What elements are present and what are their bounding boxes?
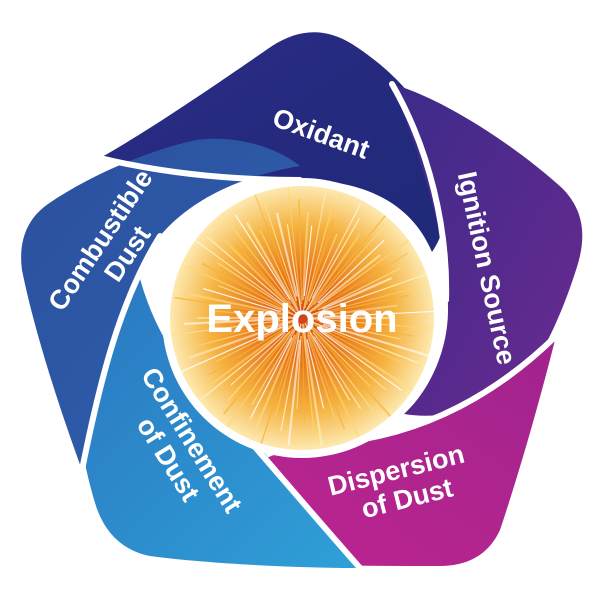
burst-ray bbox=[308, 324, 371, 388]
segment-combustible-dust bbox=[21, 138, 300, 470]
burst-ray bbox=[305, 326, 360, 438]
burst-ray bbox=[306, 233, 361, 311]
burst-ray bbox=[252, 334, 297, 435]
burst-ray bbox=[311, 286, 421, 317]
burst-ray bbox=[202, 322, 295, 391]
burst-ray bbox=[198, 319, 293, 347]
burst-ray bbox=[190, 236, 285, 306]
burst-ray bbox=[301, 331, 306, 422]
burst-ray bbox=[184, 317, 281, 325]
burst-ray bbox=[311, 318, 429, 329]
burst-ray bbox=[306, 321, 386, 391]
burst-ray bbox=[319, 330, 402, 391]
burst-ray bbox=[306, 334, 336, 419]
burst-ray bbox=[286, 224, 302, 313]
burst-ray bbox=[234, 214, 291, 300]
burst-ray bbox=[304, 204, 334, 309]
burst-ray bbox=[313, 223, 387, 306]
burst-ray bbox=[258, 331, 299, 450]
burst-ray bbox=[298, 199, 303, 305]
center-label-explosion: Explosion bbox=[206, 297, 397, 341]
burst-ray bbox=[310, 321, 405, 365]
burst-ray bbox=[301, 212, 309, 301]
burst-ray bbox=[321, 277, 392, 311]
burst-ray bbox=[305, 254, 381, 316]
burst-ray bbox=[309, 236, 414, 313]
burst-ray bbox=[296, 335, 302, 409]
burst-ray bbox=[317, 239, 385, 304]
burst-ray bbox=[227, 330, 291, 401]
burst-ray bbox=[306, 330, 345, 430]
burst-ray bbox=[251, 322, 300, 405]
burst-ray bbox=[311, 203, 361, 299]
burst-ray bbox=[222, 328, 295, 415]
burst-ray bbox=[249, 337, 293, 419]
burst-ray bbox=[280, 323, 302, 432]
burst-ray bbox=[287, 186, 302, 309]
burst-ray bbox=[216, 325, 287, 362]
burst-ray bbox=[315, 294, 409, 316]
burst-ray bbox=[287, 339, 301, 446]
burst-ray bbox=[275, 212, 298, 297]
burst-ray bbox=[210, 310, 293, 318]
burst-ray bbox=[314, 324, 390, 366]
burst-ray bbox=[217, 262, 288, 309]
burst-ray bbox=[322, 323, 434, 359]
burst-ray bbox=[253, 192, 298, 306]
burst-ray bbox=[302, 190, 327, 313]
burst-ray bbox=[230, 332, 287, 386]
burst-ray bbox=[316, 326, 417, 394]
burst-ray bbox=[319, 304, 398, 317]
burst-ray bbox=[303, 225, 313, 297]
segment-ignition-source bbox=[392, 84, 583, 416]
burst-ray bbox=[304, 322, 351, 401]
burst-ray bbox=[315, 319, 415, 337]
burst-ray bbox=[307, 272, 430, 317]
burst-ray bbox=[235, 244, 294, 308]
burst-ray bbox=[319, 321, 401, 340]
burst-ray bbox=[307, 319, 419, 364]
burst-ray bbox=[218, 209, 292, 305]
burst-ray bbox=[312, 331, 377, 415]
burst-ray bbox=[206, 236, 298, 315]
burst-ray bbox=[313, 252, 409, 312]
burst-ray bbox=[222, 237, 296, 312]
burst-ray bbox=[188, 318, 297, 359]
segment-oxidant bbox=[100, 32, 449, 252]
burst-ray bbox=[323, 310, 434, 318]
burst-ray bbox=[217, 284, 297, 317]
burst-ray bbox=[185, 265, 294, 315]
burst-ray bbox=[308, 233, 338, 302]
burst-ray bbox=[306, 339, 325, 409]
burst-ray bbox=[209, 320, 289, 339]
burst-ray bbox=[174, 296, 289, 317]
burst-ray bbox=[264, 202, 298, 302]
burst-ray bbox=[317, 267, 402, 311]
burst-ray bbox=[208, 324, 291, 376]
burst-ray bbox=[196, 321, 298, 404]
burst-ray bbox=[259, 230, 299, 310]
burst-ray bbox=[203, 288, 282, 313]
burst-ray bbox=[172, 319, 285, 336]
burst-ray bbox=[302, 327, 315, 435]
burst-ray bbox=[310, 209, 391, 308]
burst-ray bbox=[301, 323, 324, 447]
burst-rays bbox=[172, 186, 434, 450]
burst-ray bbox=[305, 218, 336, 306]
burst-ray bbox=[201, 262, 291, 313]
burst-ray bbox=[313, 336, 362, 410]
burst-ray bbox=[188, 292, 285, 316]
burst-ray bbox=[274, 327, 300, 417]
burst-ray bbox=[304, 218, 361, 314]
burst-ray bbox=[310, 327, 393, 419]
explosion-burst bbox=[162, 178, 442, 458]
burst-ray bbox=[223, 325, 297, 432]
burst-ray bbox=[180, 326, 283, 373]
burst-ray bbox=[246, 222, 300, 314]
